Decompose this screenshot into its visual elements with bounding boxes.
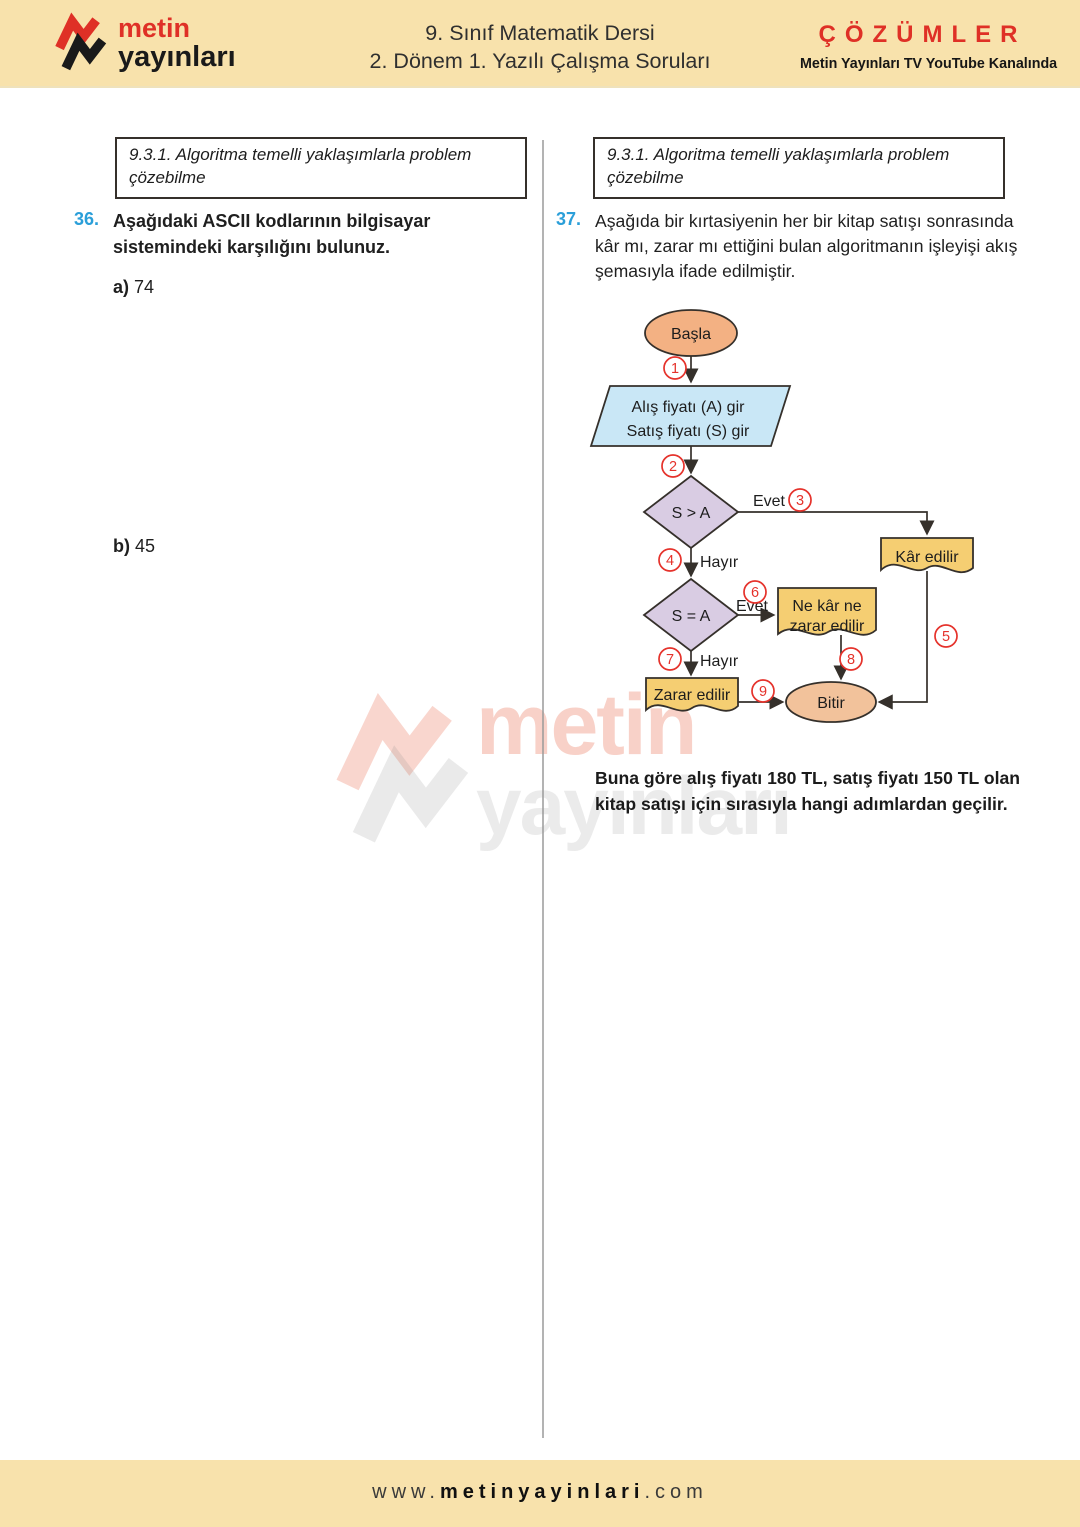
flowchart-connectors <box>683 356 935 710</box>
logo-word-yayinlari: yayınları <box>118 41 236 73</box>
decision1-diamond-shape <box>642 474 740 550</box>
profit-label: Kâr edilir <box>895 549 959 566</box>
svg-text:3: 3 <box>796 493 804 509</box>
logo-word-metin: metin <box>118 13 191 43</box>
step-7-badge: 7 <box>658 647 682 671</box>
loss-document-shape <box>645 677 739 713</box>
neither-line2: zarar edilir <box>790 618 865 635</box>
input-parallelogram-shape <box>589 385 792 447</box>
item-a-label: a) <box>113 277 130 297</box>
page-title-line2: 2. Dönem 1. Yazılı Çalışma Soruları <box>369 49 711 73</box>
profit-document-shape <box>880 537 974 574</box>
solutions-title: ÇÖZÜMLER <box>818 21 1027 48</box>
start-label: Başla <box>671 326 711 343</box>
step-9-badge: 9 <box>751 679 775 703</box>
step-8-badge: 8 <box>839 647 863 671</box>
step-2-badge: 2 <box>661 454 685 478</box>
footer-url: www.metinyayinlari.com <box>0 1481 1080 1504</box>
column-divider <box>542 140 544 1438</box>
neither-line1: Ne kâr ne <box>792 598 861 615</box>
start-terminal-shape <box>644 309 738 357</box>
footer-url-prefix: www. <box>372 1481 440 1503</box>
decision1-yes-label: Evet <box>753 493 786 510</box>
step-3-badge: 3 <box>788 488 812 512</box>
watermark: metin yayınları <box>328 682 793 863</box>
svg-text:9: 9 <box>759 684 767 700</box>
svg-text:2: 2 <box>669 459 677 475</box>
decision2-no-label: Hayır <box>700 653 739 670</box>
svg-text:1: 1 <box>671 361 679 377</box>
objective-box-right: 9.3.1. Algoritma temelli yaklaşımlarla p… <box>593 137 1005 199</box>
svg-text:5: 5 <box>942 629 950 645</box>
header-band <box>0 0 1080 88</box>
question-37-followup: Buna göre alış fiyatı 180 TL, satış fiya… <box>595 768 1020 815</box>
svg-text:4: 4 <box>666 553 674 569</box>
loss-label: Zarar edilir <box>654 687 731 704</box>
page-title: 9. Sınıf Matematik Dersi 2. Dönem 1. Yaz… <box>290 19 790 75</box>
footer-band <box>0 1460 1080 1527</box>
question-36-number: 36. <box>74 209 100 229</box>
footer-url-domain: metinyayinlari <box>439 1481 645 1503</box>
footer-url-suffix: .com <box>644 1481 708 1503</box>
arrow-profit-to-end <box>877 571 928 710</box>
step-5-badge: 5 <box>934 624 958 648</box>
svg-text:7: 7 <box>666 652 674 668</box>
question-37-number: 37. <box>556 209 582 229</box>
input-line2: Satış fiyatı (S) gir <box>627 423 750 440</box>
publisher-logo-text: metin yayınları <box>118 15 236 72</box>
flowchart: Başla Alış fiyatı (A) gir Satış fiyatı (… <box>589 309 974 723</box>
step-6-badge: 6 <box>743 580 767 604</box>
question-36-text: Aşağıdaki ASCII kodlarının bilgisayar si… <box>113 211 431 257</box>
flowchart-shapes <box>589 309 974 723</box>
decision2-diamond-shape <box>642 577 740 653</box>
input-line1: Alış fiyatı (A) gir <box>632 399 746 416</box>
svg-text:8: 8 <box>847 652 855 668</box>
decision1-no-label: Hayır <box>700 554 739 571</box>
solutions-subtitle: Metin Yayınları TV YouTube Kanalında <box>800 56 1058 72</box>
item-a-value: 74 <box>134 277 155 297</box>
end-terminal-shape <box>785 681 877 723</box>
item-b-value: 45 <box>135 536 156 556</box>
svg-text:6: 6 <box>751 585 759 601</box>
step-4-badge: 4 <box>658 548 682 572</box>
decision2-label: S = A <box>672 608 711 625</box>
page-title-line1: 9. Sınıf Matematik Dersi <box>425 21 655 45</box>
solutions-header: ÇÖZÜMLER Metin Yayınları TV YouTube Kana… <box>800 21 1058 72</box>
decision1-label: S > A <box>672 505 711 522</box>
step-1-badge: 1 <box>663 356 687 380</box>
objective-box-left: 9.3.1. Algoritma temelli yaklaşımlarla p… <box>115 137 527 199</box>
arrow-decision1-yes-to-profit <box>738 511 935 536</box>
publisher-logo <box>52 11 110 80</box>
publisher-logo-icon <box>55 12 107 71</box>
publisher-logo-watermark-icon <box>336 693 469 843</box>
end-label: Bitir <box>817 695 845 712</box>
question-37-text: Aşağıda bir kırtasiyenin her bir kitap s… <box>595 211 1018 281</box>
question-36-item-b: b) 45 <box>113 536 155 557</box>
question-36-item-a: a) 74 <box>113 277 154 298</box>
flowchart-step-badges: 1 2 3 4 5 6 7 8 9 <box>658 356 958 703</box>
flowchart-labels: Başla Alış fiyatı (A) gir Satış fiyatı (… <box>627 326 960 712</box>
item-b-label: b) <box>113 536 130 556</box>
neither-document-shape <box>777 587 877 636</box>
